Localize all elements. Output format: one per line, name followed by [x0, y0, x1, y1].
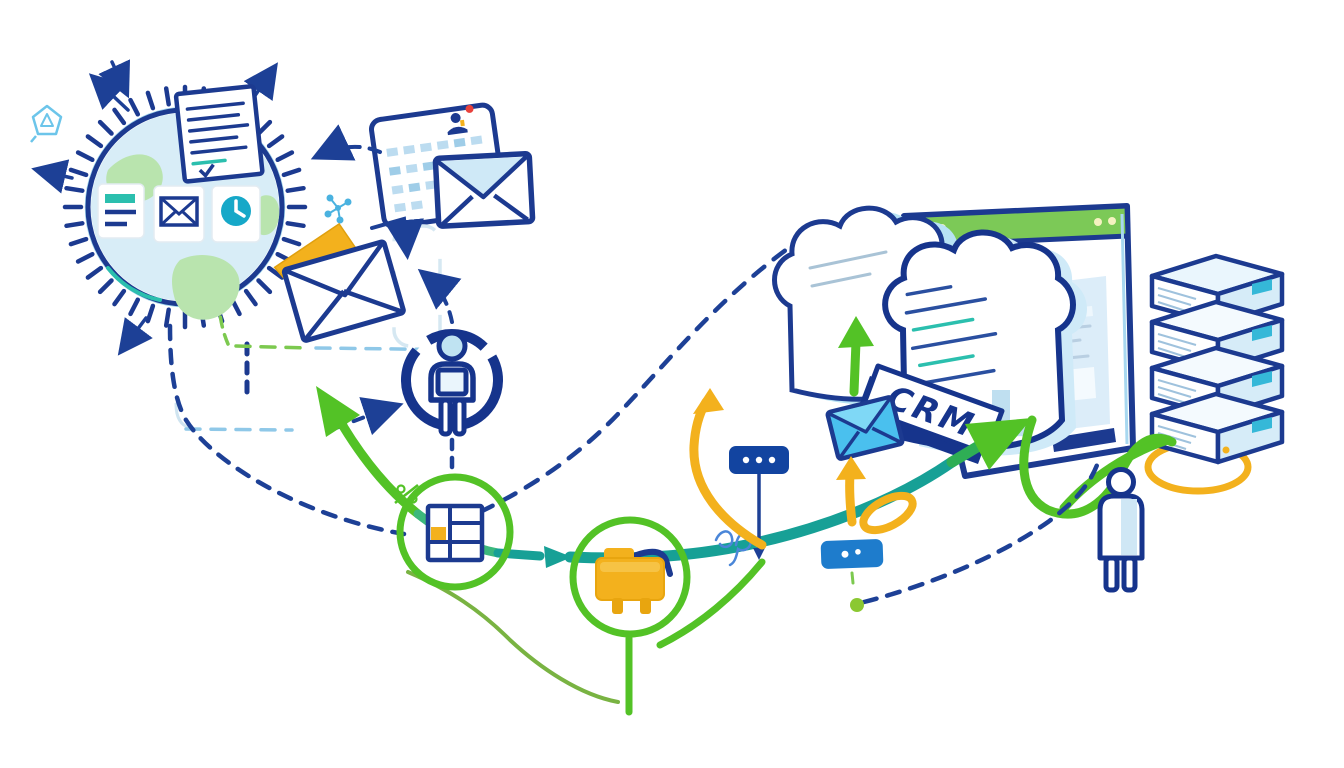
curved-arrow-icon [689, 397, 767, 550]
green-arcs-right [1019, 415, 1177, 519]
flow-arrowhead-mid [544, 546, 572, 568]
user-head [436, 330, 468, 362]
green-dot [850, 598, 864, 612]
server-led-panel [1252, 417, 1272, 433]
chat-status-pill [820, 539, 884, 569]
report-document [173, 84, 265, 184]
globe-tick-ring [62, 84, 308, 330]
globe-cluster [31, 59, 308, 399]
molecule-icon [324, 194, 352, 224]
cloud-text-lines [904, 285, 998, 386]
table-grid-icon [425, 503, 485, 563]
laptop-icon [435, 367, 469, 397]
globe-mini-cards [97, 183, 261, 243]
folder-handle [631, 548, 673, 577]
green-tick [850, 571, 855, 585]
globe-teal-arc [106, 266, 162, 302]
ghost-card-outline [392, 224, 442, 348]
server-led-panel [1252, 279, 1272, 295]
connector-grid-to-cloud [477, 241, 797, 515]
server-unit [1149, 391, 1285, 465]
envelope-open-letter [273, 222, 406, 343]
server-led-panel [1252, 371, 1272, 387]
mail-icon [825, 395, 905, 461]
window-bottom-bar [1052, 428, 1116, 452]
notification-dot [465, 104, 474, 113]
server-unit [1149, 299, 1285, 373]
up-arrow-icon [836, 456, 866, 527]
folder-node [569, 516, 691, 638]
upload-arrow-icon [849, 337, 861, 397]
highlighted-cell [431, 527, 446, 540]
flow-arrowhead-upleft [316, 386, 360, 437]
connector-globe-to-grid [167, 323, 407, 537]
contact-person-icon [447, 104, 474, 136]
window-edge-highlight [1120, 213, 1129, 445]
server-status-dot [1222, 446, 1230, 454]
server-stack [1149, 253, 1285, 465]
ellipsis-status-pill [729, 446, 789, 560]
server-led-panel [1252, 325, 1272, 341]
chain-link-icon [859, 491, 917, 535]
data-grid-node [396, 473, 514, 591]
card-connector-arrows [310, 124, 462, 324]
envelope-closed [432, 150, 536, 229]
pentagon-badge-icon [30, 104, 63, 143]
user-figure [1097, 467, 1145, 593]
user-laptop-badge [334, 329, 503, 477]
check-arrow-icon [198, 163, 215, 179]
connector-bottom-right [861, 453, 1103, 605]
flow-arrowhead-to-crm [965, 418, 1032, 470]
